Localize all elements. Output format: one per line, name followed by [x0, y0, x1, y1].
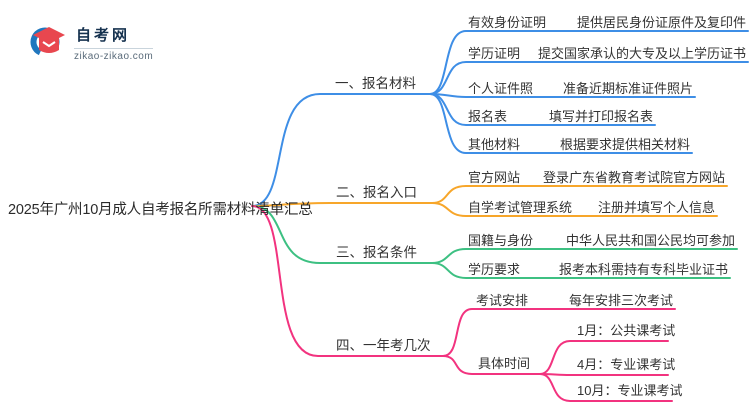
- branch3-label: 三、报名条件: [336, 245, 417, 260]
- leaf-text: 4月：专业课考试: [577, 357, 676, 372]
- leaf-text: 提供居民身份证原件及复印件: [576, 15, 746, 30]
- subtopic-label: 学历要求: [468, 262, 521, 277]
- branch4-child2-line: [442, 355, 541, 375]
- leaf-text: 登录广东省教育考试院官方网站: [542, 170, 725, 185]
- node-row: 国籍与身份 中华人民共和国公民均可参加: [468, 231, 735, 248]
- logo-domain: zikao-zikao.com: [74, 51, 154, 62]
- logo-text: 自考网 zikao-zikao.com: [74, 22, 154, 62]
- branch4-leaf1-line: [539, 340, 669, 375]
- subtopic-label: 其他材料: [468, 137, 521, 152]
- leaf-text: 提交国家承认的大专及以上学历证书: [537, 46, 746, 61]
- branch1-main-line: [251, 93, 431, 207]
- branch4-label: 四、一年考几次: [336, 338, 431, 353]
- subtopic-label: 个人证件照: [468, 81, 534, 96]
- leaf-text: 注册并填写个人信息: [597, 200, 715, 215]
- subtopic-label: 具体时间: [478, 356, 531, 371]
- branch1-child2-line: [429, 61, 749, 95]
- node-row: 考试安排 每年安排三次考试: [476, 291, 673, 308]
- branch4-child1-line: [442, 308, 676, 357]
- subtopic-label: 自学考试管理系统: [468, 200, 573, 215]
- leaf-text: 每年安排三次考试: [568, 293, 673, 308]
- branch1-child1-line: [429, 30, 749, 95]
- logo-site-name: 自考网: [74, 22, 154, 49]
- node-row: 学历证明 提交国家承认的大专及以上学历证书: [468, 44, 746, 61]
- branch4-leaf2-line: [539, 373, 669, 376]
- branch4-leaf3-line: [539, 373, 673, 402]
- branch2-main-line: [251, 202, 433, 207]
- branch2-label: 二、报名入口: [336, 185, 417, 200]
- subtopic-label: 国籍与身份: [468, 233, 534, 248]
- subtopic-label: 学历证明: [468, 46, 521, 61]
- branch3-child2-line: [431, 262, 731, 279]
- root-node: 2025年广州10月成人自考报名所需材料清单汇总: [8, 202, 313, 218]
- node-row: 学历要求 报考本科需持有专科毕业证书: [468, 260, 728, 277]
- graduation-cap-icon: [30, 22, 66, 65]
- leaf-text: 根据要求提供相关材料: [559, 137, 690, 152]
- node-row: 自学考试管理系统 注册并填写个人信息: [468, 198, 715, 215]
- branch3-main-line: [251, 205, 433, 264]
- subtopic-label: 官方网站: [468, 170, 521, 185]
- site-logo: 自考网 zikao-zikao.com: [30, 22, 154, 65]
- branch2-child2-line: [431, 202, 718, 217]
- node-row: 其他材料 根据要求提供相关材料: [468, 135, 690, 152]
- leaf-text: 10月：专业课考试: [577, 383, 683, 398]
- leaf-text: 1月：公共课考试: [577, 323, 676, 338]
- leaf-text: 中华人民共和国公民均可参加: [565, 233, 735, 248]
- node-row: 有效身份证明 提供居民身份证原件及复印件: [468, 13, 746, 30]
- subtopic-label: 有效身份证明: [468, 15, 547, 30]
- subtopic-label: 考试安排: [476, 293, 529, 308]
- branch4-main-line: [251, 205, 444, 357]
- leaf-text: 填写并打印报名表: [548, 109, 653, 124]
- node-row: 个人证件照 准备近期标准证件照片: [468, 79, 693, 96]
- leaf-text: 报考本科需持有专科毕业证书: [558, 262, 728, 277]
- branch1-child5-line: [429, 93, 693, 154]
- subtopic-label: 报名表: [468, 109, 508, 124]
- leaf-text: 准备近期标准证件照片: [562, 81, 693, 96]
- branch1-label: 一、报名材料: [335, 76, 416, 91]
- node-row: 报名表 填写并打印报名表: [468, 107, 653, 124]
- node-row: 官方网站 登录广东省教育考试院官方网站: [468, 168, 725, 185]
